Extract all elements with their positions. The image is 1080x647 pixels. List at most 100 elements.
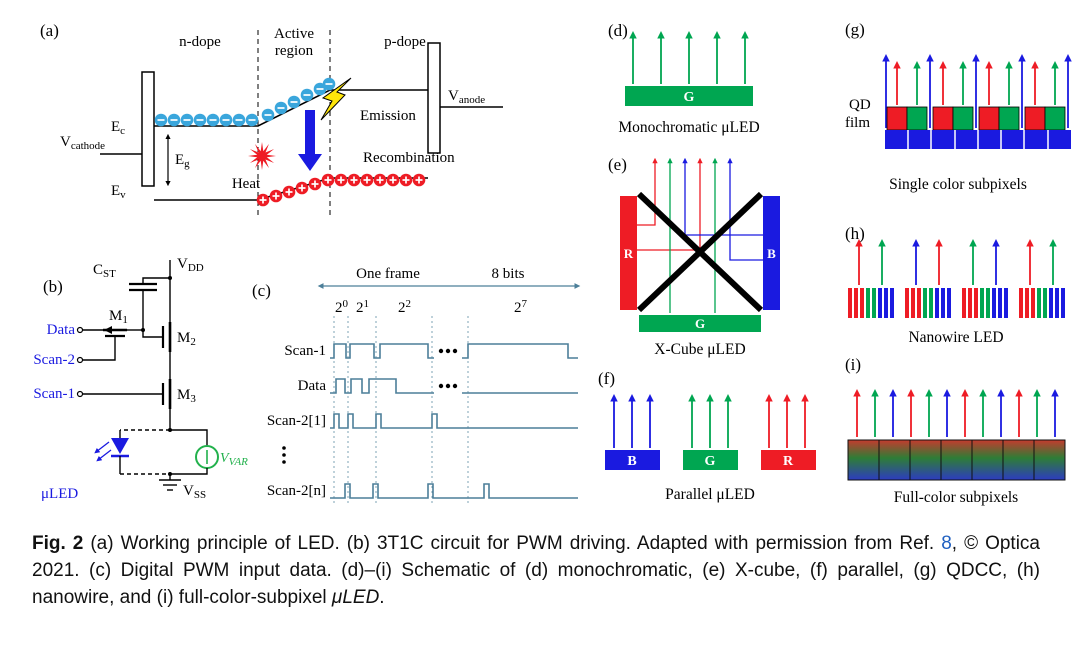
blue-led-bar — [605, 450, 660, 470]
signal-label-scan1: Scan-1 — [284, 343, 326, 359]
recombination-label: Recombination — [363, 150, 455, 166]
nanowire-emission-arrows — [855, 238, 1057, 285]
scan2-label: Scan-2 — [33, 352, 75, 368]
recombination-arrow — [298, 110, 322, 171]
one-frame-label: One frame — [356, 266, 420, 282]
eight-bits-label: 8 bits — [492, 266, 525, 282]
ec-label: Ec — [111, 119, 125, 137]
caption-fig-label: Fig. 2 — [32, 533, 84, 554]
blue-bar-label: B — [627, 454, 636, 469]
emission-lightning-icon — [320, 77, 352, 121]
panel-h-nanowire: (h) Nanowire LED — [845, 224, 1065, 346]
signal-label-data: Data — [298, 378, 327, 394]
panel-i-caption: Full-color subpixels — [894, 489, 1018, 506]
waveform-scan2-1 — [330, 413, 578, 429]
uled-branch — [94, 429, 170, 475]
caption-text-1: (a) Working principle of LED. (b) 3T1C c… — [83, 533, 942, 554]
x-cube-prism — [636, 191, 764, 313]
ev-label: Ev — [111, 183, 126, 201]
panel-d-label: (d) — [608, 21, 628, 40]
blue-bar-label: B — [767, 246, 776, 261]
uled-label: μLED — [41, 486, 78, 502]
qd-film-label-line1: QD — [849, 97, 871, 113]
panel-d-monochromatic: (d) G Monochromatic μLED — [608, 21, 760, 136]
data-label: Data — [47, 322, 76, 338]
panel-e-xcube: (e) R B G X-Cube μLED — [608, 155, 780, 358]
ground-symbol — [159, 479, 181, 491]
panel-f-label: (f) — [598, 369, 615, 388]
transistor-m2 — [142, 322, 172, 352]
scan2-terminal — [76, 356, 84, 364]
data-continuation-dots — [438, 383, 458, 389]
panel-g-caption: Single color subpixels — [889, 176, 1027, 193]
panel-g-label: (g) — [845, 20, 865, 39]
panel-c-timing: (c) One frame 8 bits 20 21 22 27 Scan-1 … — [252, 266, 581, 504]
green-bar-label: G — [684, 90, 695, 105]
red-bar-label: R — [783, 454, 794, 469]
transistor-m1 — [82, 326, 145, 361]
cathode-electrode — [141, 71, 155, 187]
n-dope-label: n-dope — [179, 34, 221, 50]
scan1-terminal — [76, 390, 84, 398]
panel-e-label: (e) — [608, 155, 627, 174]
caption-uled-term: μLED — [331, 586, 380, 608]
bit-weight-1: 21 — [356, 298, 369, 316]
m2-label: M2 — [177, 330, 196, 348]
panel-a-band-diagram: (a) n-dope Active region p-dope Vcathode… — [40, 21, 503, 215]
fullcolor-subpixel-bar — [847, 439, 1066, 481]
quantum-dot-squares — [886, 106, 1066, 131]
subpixel-emission-arrows — [882, 53, 1072, 128]
scan1-continuation-dots — [438, 348, 458, 354]
heat-label: Heat — [232, 176, 261, 192]
emission-label: Emission — [360, 108, 416, 124]
vdd-label: VDD — [177, 256, 204, 274]
anode-electrode — [427, 42, 441, 154]
green-bar-label: G — [705, 454, 716, 469]
panel-c-label: (c) — [252, 281, 271, 300]
panel-f-parallel: (f) B G R Parallel μLED — [598, 369, 816, 503]
caption-period: . — [379, 586, 385, 608]
blue-led-bar — [763, 196, 780, 310]
waveform-scan2-n — [330, 483, 578, 499]
vvar-label: VVAR — [220, 451, 248, 468]
vvar-source — [168, 429, 219, 480]
panel-h-caption: Nanowire LED — [908, 329, 1003, 346]
waveform-data-left — [330, 378, 434, 394]
active-region-label-line1: Active — [274, 26, 314, 42]
reference-8-link[interactable]: 8 — [941, 533, 952, 554]
scan1-label: Scan-1 — [33, 386, 75, 402]
caption-text-2: , © Optica 2021. (c) Digital PWM input d… — [32, 533, 1040, 608]
fullcolor-emission-arrows — [853, 388, 1059, 437]
storage-capacitor — [129, 276, 172, 330]
green-led-bar — [683, 450, 738, 470]
signal-label-scan2-n: Scan-2[n] — [267, 483, 326, 499]
blue-backplane-bar — [885, 130, 1071, 149]
panel-e-caption: X-Cube μLED — [654, 341, 745, 358]
waveform-scan1-right — [462, 343, 578, 359]
red-led-bar — [620, 196, 637, 310]
v-anode-label: Vanode — [448, 88, 485, 106]
eg-label: Eg — [175, 152, 190, 170]
green-emission-arrows — [629, 30, 749, 84]
red-bar-label: R — [624, 246, 634, 261]
active-region-label-line2: region — [275, 43, 314, 59]
bit-weight-2: 22 — [398, 298, 411, 316]
m3-label: M3 — [177, 387, 196, 405]
panel-f-caption: Parallel μLED — [665, 486, 755, 503]
rgb-emission-arrows — [610, 393, 809, 448]
v-cathode-label: Vcathode — [60, 134, 105, 152]
beam-paths — [637, 157, 766, 313]
bit-weight-0: 20 — [335, 298, 349, 316]
vss-label: VSS — [183, 483, 206, 501]
transistor-m3 — [82, 379, 172, 409]
panel-d-caption: Monochromatic μLED — [618, 119, 759, 136]
green-led-bar — [639, 315, 761, 332]
green-led-bar — [625, 86, 753, 106]
panel-g-qdcc: (g) QD film Single color subpi — [845, 20, 1072, 193]
vertical-ellipsis-dots — [282, 446, 286, 464]
signal-label-scan2-1: Scan-2[1] — [267, 413, 326, 429]
figure-caption: Fig. 2 (a) Working principle of LED. (b)… — [32, 531, 1040, 612]
heat-star-icon — [248, 142, 276, 170]
panel-h-label: (h) — [845, 224, 865, 243]
nanowire-striped-bars — [848, 288, 1065, 318]
